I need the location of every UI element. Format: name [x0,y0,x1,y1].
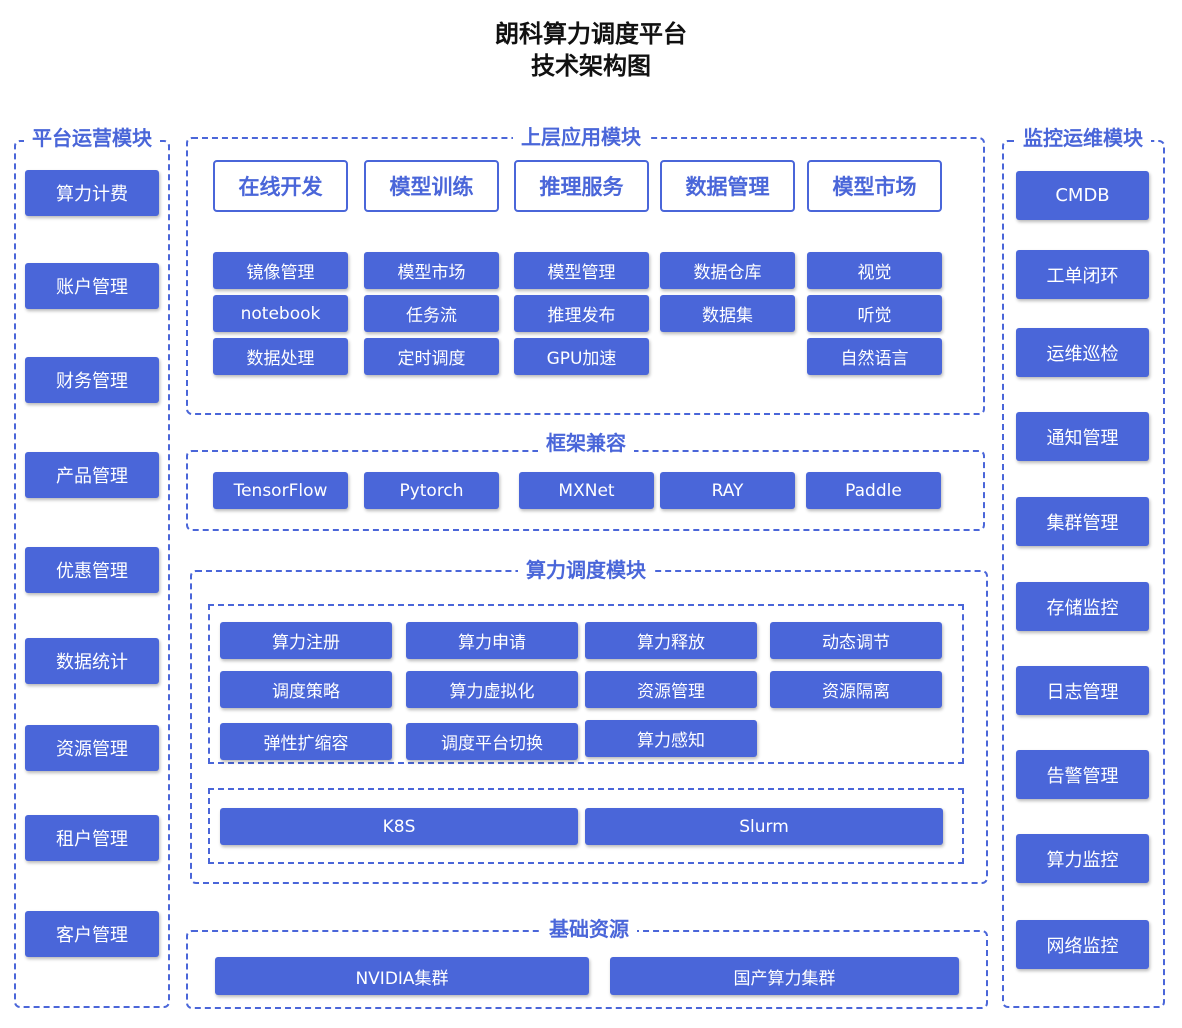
infra-nvidia-cluster: NVIDIA集群 [215,957,589,995]
platform-ops-item: 租户管理 [25,815,159,861]
monitoring-ops-item: 集群管理 [1016,497,1149,546]
diagram-title: 朗科算力调度平台 [495,20,687,48]
platform-ops-item: 数据统计 [25,638,159,684]
app-feature: 任务流 [364,295,499,332]
engine-k8s: K8S [220,808,578,845]
scheduling-feature: 调度策略 [220,671,392,708]
scheduling-feature: 算力申请 [406,622,578,659]
app-feature: 模型管理 [514,252,649,289]
monitoring-ops-item: 日志管理 [1016,666,1149,715]
platform-ops-item: 优惠管理 [25,547,159,593]
app-header: 模型市场 [807,160,942,212]
monitoring-ops-item: 运维巡检 [1016,328,1149,377]
scheduling-features-group [208,604,964,764]
app-feature: notebook [213,295,348,332]
scheduling-engines-group [208,788,964,864]
upper-app-title: 上层应用模块 [513,124,649,150]
scheduling-title: 算力调度模块 [518,557,654,583]
app-feature: GPU加速 [514,338,649,375]
scheduling-feature: 算力虚拟化 [406,671,578,708]
app-feature: 听觉 [807,295,942,332]
scheduling-feature: 资源隔离 [770,671,942,708]
platform-ops-title: 平台运营模块 [24,125,160,151]
monitoring-ops-item: 算力监控 [1016,834,1149,883]
app-feature: 模型市场 [364,252,499,289]
engine-slurm: Slurm [585,808,943,845]
platform-ops-item: 账户管理 [25,263,159,309]
app-header: 在线开发 [213,160,348,212]
framework-item: Paddle [806,472,941,509]
platform-ops-item: 财务管理 [25,357,159,403]
platform-ops-item: 算力计费 [25,170,159,216]
scheduling-feature: 算力释放 [585,622,757,659]
monitoring-ops-item: 网络监控 [1016,920,1149,969]
monitoring-ops-item: 工单闭环 [1016,250,1149,299]
scheduling-feature: 资源管理 [585,671,757,708]
scheduling-feature: 调度平台切换 [406,723,578,760]
monitoring-ops-item: 告警管理 [1016,750,1149,799]
framework-title: 框架兼容 [538,430,634,456]
app-feature: 推理发布 [514,295,649,332]
framework-item: Pytorch [364,472,499,509]
scheduling-feature: 动态调节 [770,622,942,659]
infra-domestic-cluster: 国产算力集群 [610,957,959,995]
app-feature: 数据处理 [213,338,348,375]
framework-item: RAY [660,472,795,509]
app-feature: 自然语言 [807,338,942,375]
app-feature: 镜像管理 [213,252,348,289]
framework-item: MXNet [519,472,654,509]
framework-item: TensorFlow [213,472,348,509]
platform-ops-item: 资源管理 [25,725,159,771]
diagram-subtitle: 技术架构图 [531,52,651,80]
app-feature: 数据集 [660,295,795,332]
app-feature: 视觉 [807,252,942,289]
app-feature: 数据仓库 [660,252,795,289]
infra-title: 基础资源 [541,916,637,942]
monitoring-ops-item: 存储监控 [1016,582,1149,631]
app-feature: 定时调度 [364,338,499,375]
platform-ops-item: 客户管理 [25,911,159,957]
scheduling-feature: 算力注册 [220,622,392,659]
scheduling-feature: 弹性扩缩容 [220,723,392,760]
app-header: 数据管理 [660,160,795,212]
scheduling-feature: 算力感知 [585,720,757,757]
monitoring-ops-item: CMDB [1016,171,1149,220]
app-header: 推理服务 [514,160,649,212]
app-header: 模型训练 [364,160,499,212]
monitoring-ops-title: 监控运维模块 [1015,125,1151,151]
monitoring-ops-item: 通知管理 [1016,412,1149,461]
platform-ops-item: 产品管理 [25,452,159,498]
